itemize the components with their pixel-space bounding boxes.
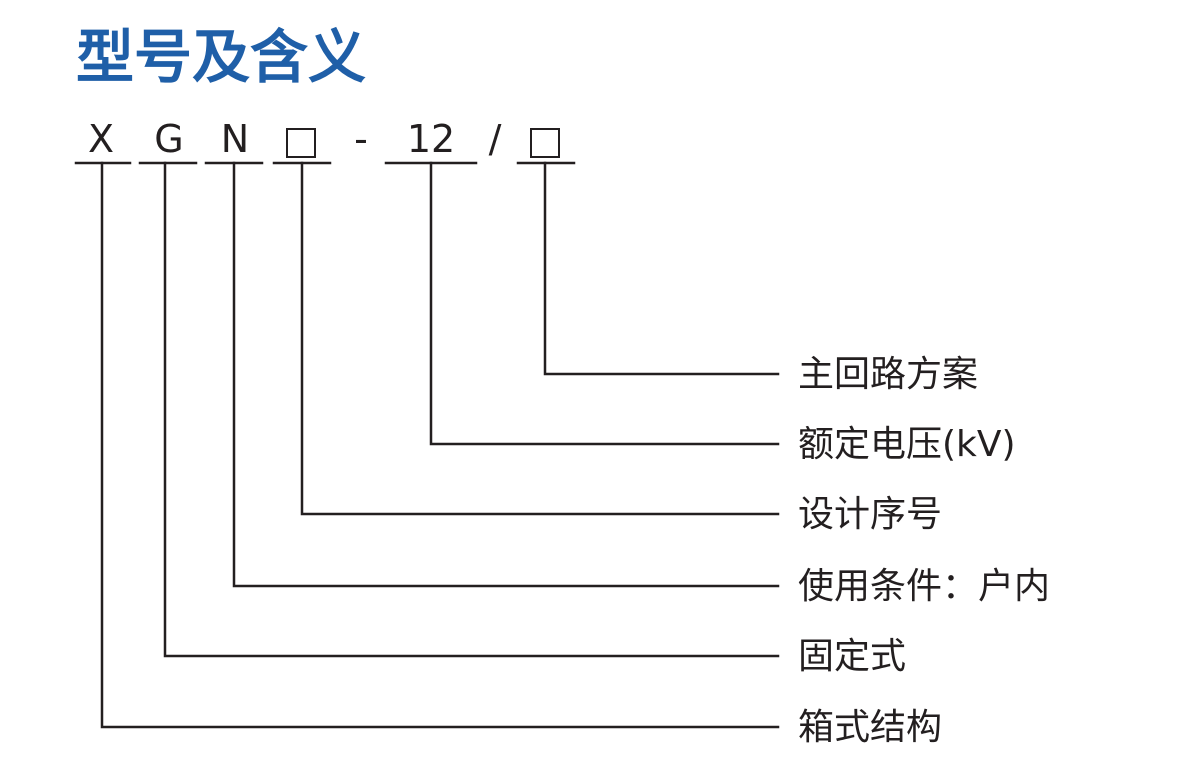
code-dash-separator: - xyxy=(354,117,368,161)
connector-usage xyxy=(232,161,780,588)
code-slash-separator: / xyxy=(488,117,502,161)
label-rated-voltage: 额定电压(kV) xyxy=(798,424,1016,465)
code-letter-g: G xyxy=(154,117,184,161)
connector-box-structure xyxy=(100,161,780,729)
connector-scheme xyxy=(543,161,780,376)
code-design-number-box xyxy=(286,128,316,158)
label-main-circuit-scheme: 主回路方案 xyxy=(798,354,979,395)
code-letter-x: X xyxy=(87,117,115,161)
label-design-number: 设计序号 xyxy=(798,494,943,535)
code-voltage-number: 12 xyxy=(406,117,456,161)
connector-voltage xyxy=(429,161,780,446)
label-box-structure: 箱式结构 xyxy=(798,707,943,748)
code-letter-n: N xyxy=(220,117,250,161)
connector-design-number xyxy=(300,161,780,516)
code-scheme-box xyxy=(530,128,560,158)
connector-fixed xyxy=(163,161,780,658)
label-fixed-type: 固定式 xyxy=(798,636,907,677)
label-usage-condition: 使用条件：户内 xyxy=(798,566,1051,607)
page-title: 型号及含义 xyxy=(76,23,367,91)
